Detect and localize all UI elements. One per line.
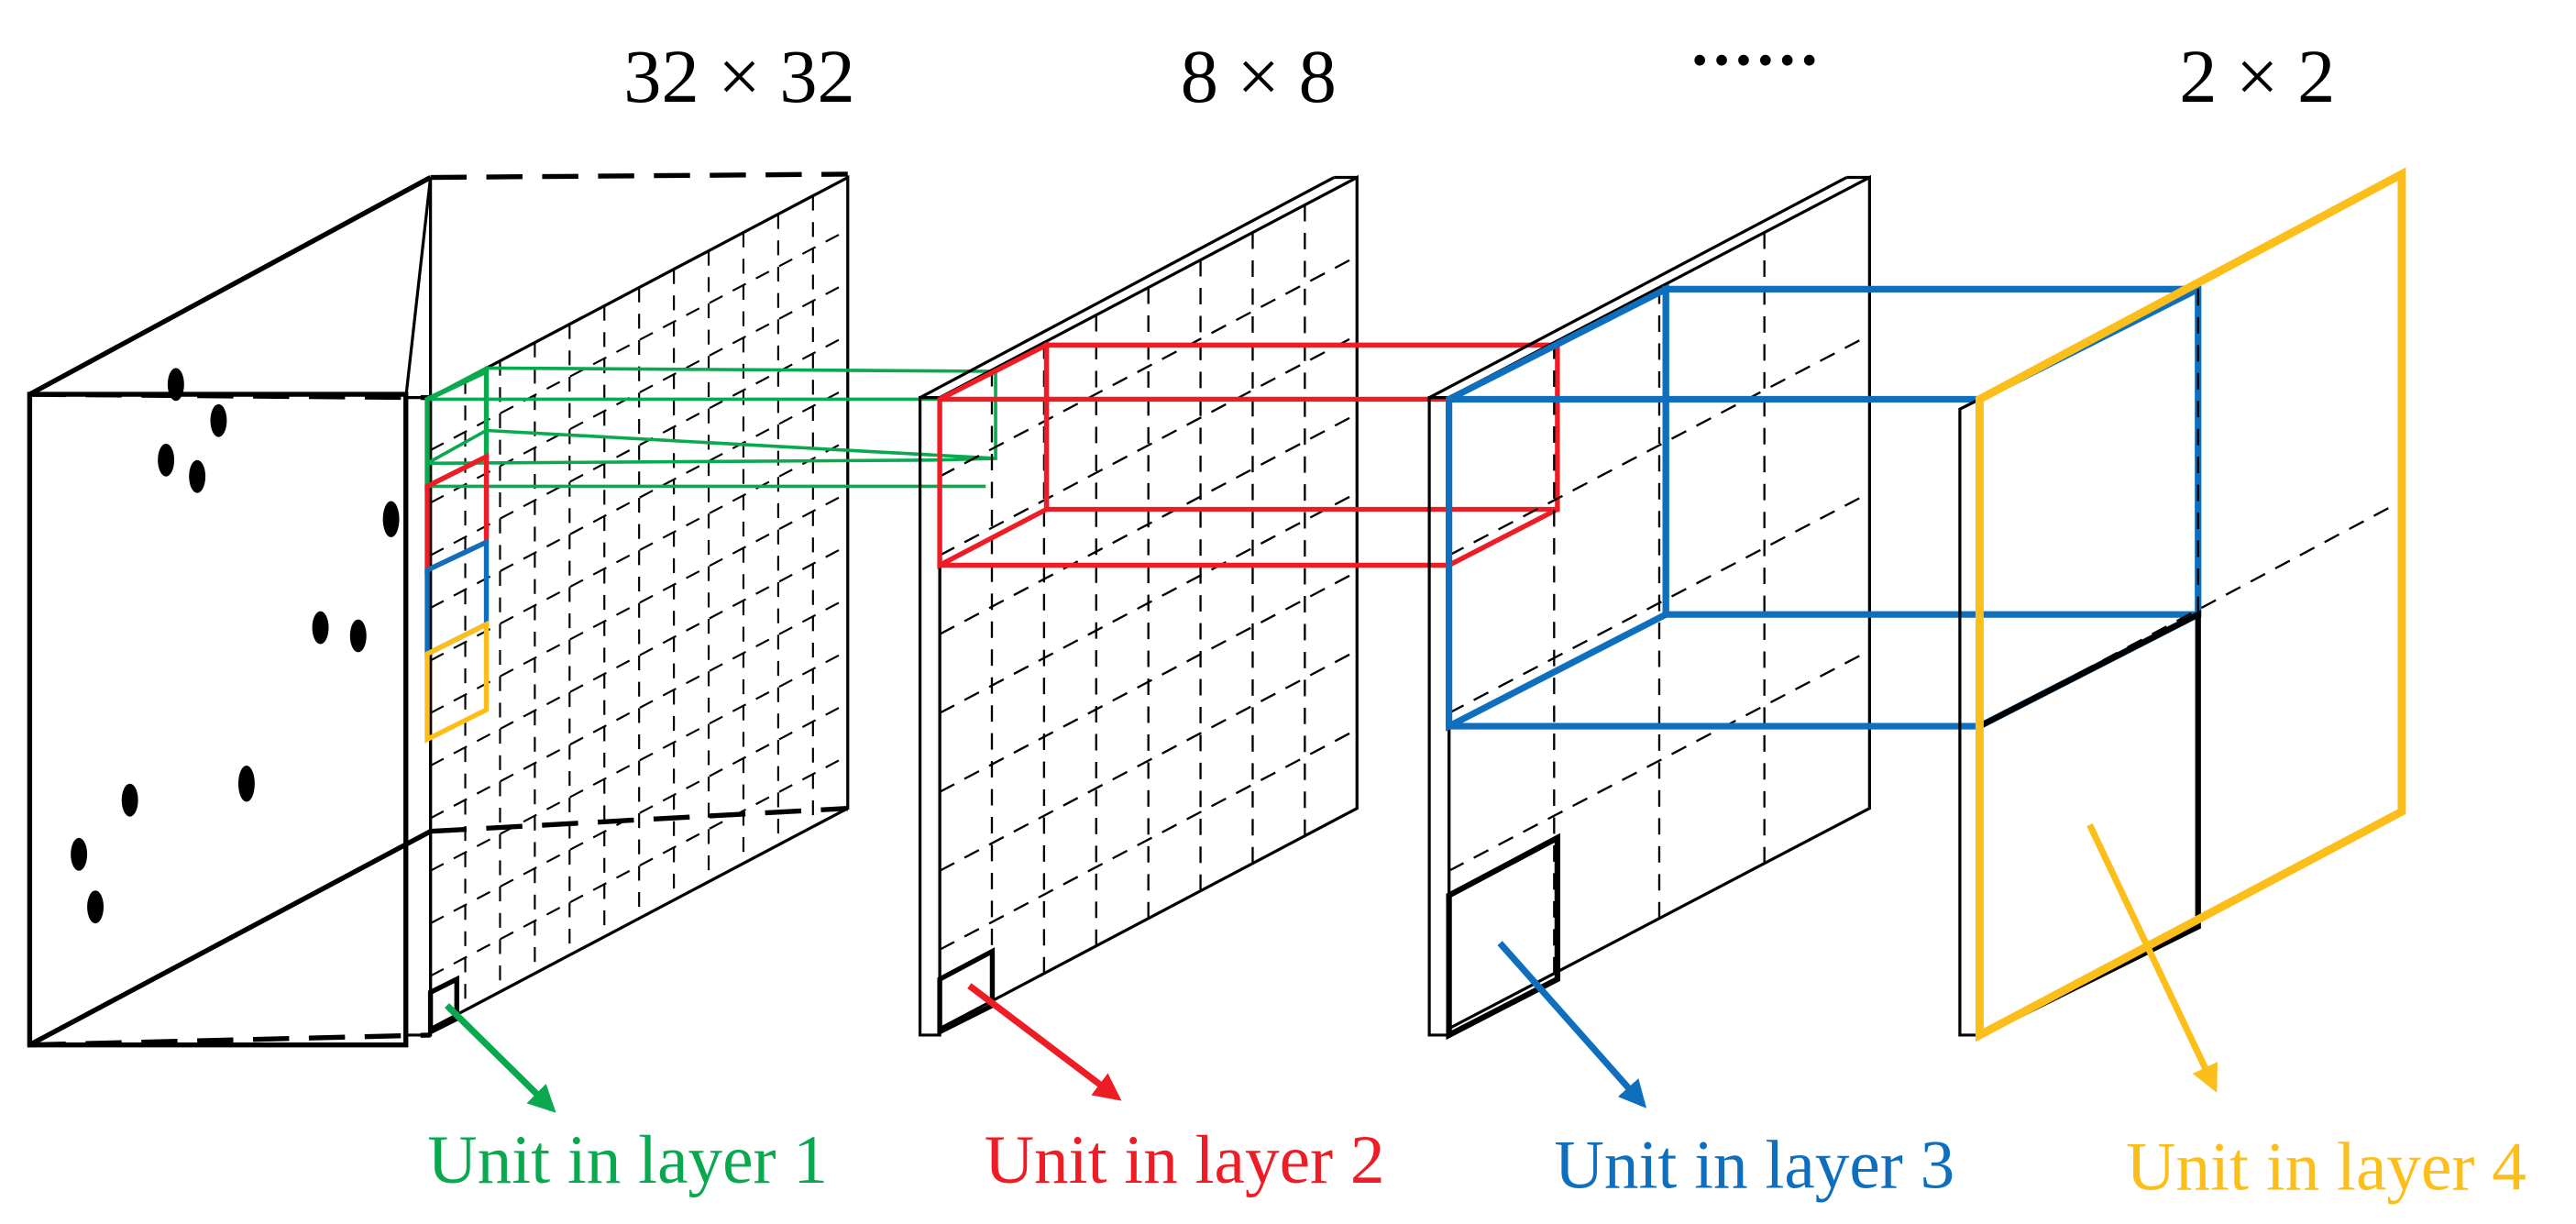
grid-line: [939, 413, 1358, 635]
dot: [158, 443, 175, 477]
grid-line: [1448, 491, 1870, 714]
layer2-size-label: 8 × 8: [1181, 35, 1337, 118]
layer1-unit-projection: [425, 365, 997, 489]
layer2-arrow: [967, 983, 1122, 1101]
layer4-size-label: 2 × 2: [2179, 35, 2335, 118]
layer2-side-top: [919, 176, 1335, 400]
dot: [210, 403, 227, 437]
input-bottom-edge: [28, 829, 432, 1048]
input-back-top-dashed: [430, 171, 848, 181]
ellipsis-label: ······: [1689, 24, 1820, 97]
grid-line: [1448, 649, 1870, 872]
dot: [87, 890, 105, 924]
dot: [71, 837, 88, 871]
grid-line: [939, 649, 1358, 872]
dot: [349, 619, 367, 653]
layer2-face: [938, 174, 1359, 1031]
layer1-colored-units: [424, 367, 490, 1036]
green-edge: [427, 458, 941, 466]
red-edge: [1448, 507, 1559, 568]
yellow-unit-box: [424, 620, 490, 744]
layer3-black-unit-box: [1446, 833, 1561, 1041]
grid-line: [939, 491, 1358, 714]
black-unit-box: [427, 975, 459, 1036]
input-top-dashed: [29, 391, 431, 401]
layer2-black-unit-box: [937, 947, 996, 1036]
layer3-arrow: [1497, 941, 1647, 1108]
input-back-bottom-dashed: [430, 805, 848, 834]
green-edge: [940, 457, 996, 462]
layer2-plate: [918, 174, 1359, 1037]
grid-line: [939, 334, 1358, 557]
green-front: [425, 365, 489, 467]
layer1-size-label: 32 × 32: [623, 35, 855, 118]
layer4-plate: [1958, 167, 2406, 1042]
layer1-side-top: [404, 177, 433, 398]
dot: [312, 611, 329, 645]
layer4-mid-dashed: [1978, 502, 2399, 728]
caption-layer4: Unit in layer 4: [2126, 1129, 2526, 1205]
layer4-black-unit-box: [1976, 610, 2201, 1040]
input-bottom-dashed: [29, 1032, 431, 1048]
layer1-side: [404, 396, 433, 1037]
dot: [167, 368, 184, 402]
layer4-arrow: [2086, 823, 2218, 1093]
dot: [382, 501, 400, 537]
layer1-plate: [404, 174, 850, 1037]
grid-line: [939, 728, 1358, 951]
layer4-face: [1975, 167, 2406, 1042]
input-top-edge: [28, 175, 432, 397]
caption-layer3: Unit in layer 3: [1555, 1128, 1955, 1204]
layer2-grid: [939, 204, 1358, 1001]
layer3-plate: [1427, 174, 1871, 1037]
input-dots: [71, 368, 400, 924]
grid-line: [1448, 334, 1870, 557]
grid-line: [939, 255, 1358, 478]
dot: [237, 766, 255, 802]
blue-back: [1662, 285, 2202, 618]
dot: [189, 459, 206, 493]
grid-line: [939, 570, 1358, 793]
caption-layer1: Unit in layer 1: [427, 1122, 828, 1198]
input-image: [27, 171, 848, 1048]
caption-layer2: Unit in layer 2: [985, 1122, 1385, 1198]
layer3-face: [1447, 174, 1871, 1031]
layer2-side: [918, 396, 941, 1037]
layer1-grid: [430, 195, 849, 1010]
layer3-unit-projection: [1446, 283, 2202, 732]
layer3-side-top: [1428, 176, 1848, 400]
dot: [121, 783, 138, 817]
layer1-arrow: [445, 1003, 556, 1113]
layer3-grid: [1448, 232, 1870, 974]
